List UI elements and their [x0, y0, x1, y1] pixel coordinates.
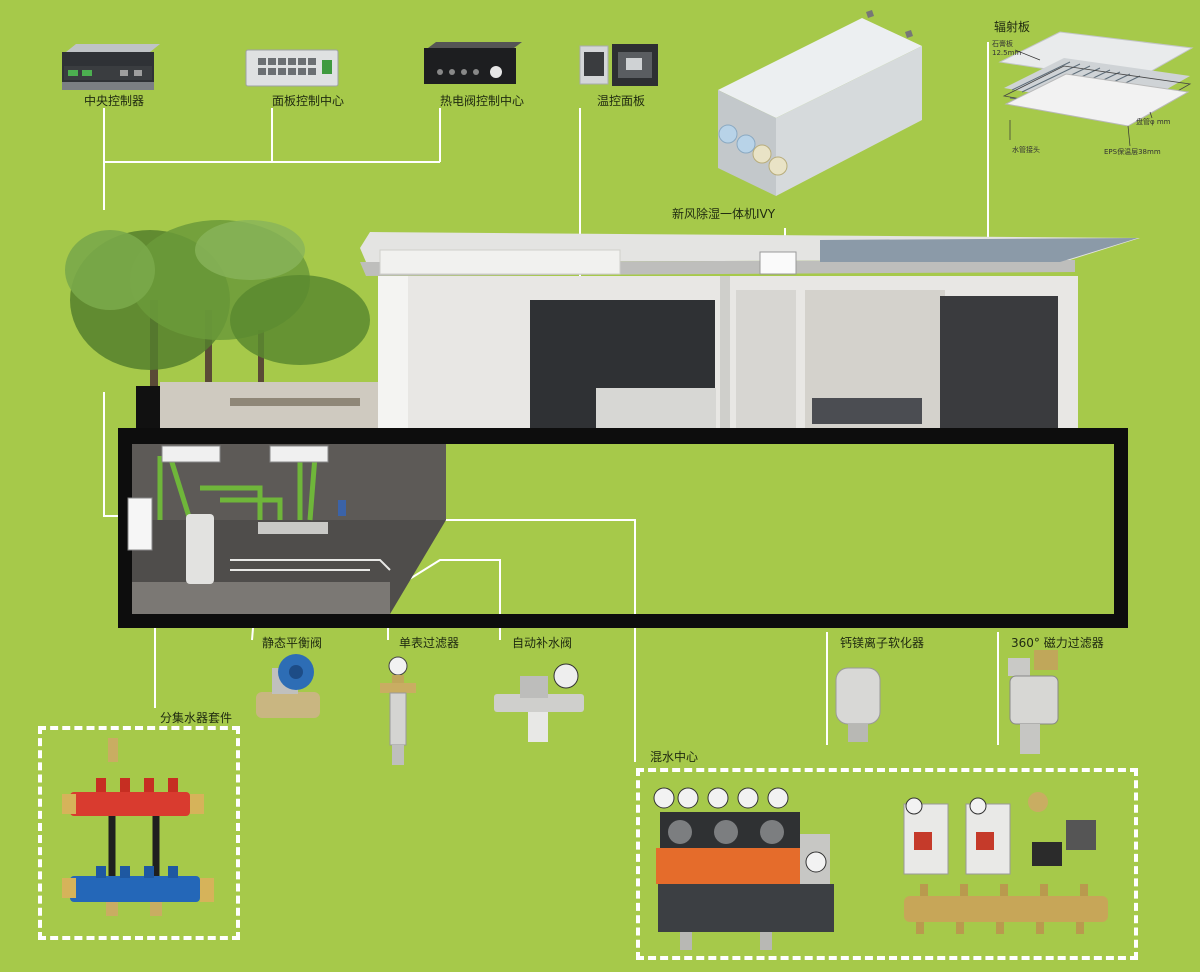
magnetic-filter-device [1008, 650, 1059, 754]
tree-illustration [65, 220, 370, 390]
panel-control-center-device [245, 49, 339, 87]
thermal-valve-center-label: 热电阀控制中心 [440, 94, 525, 108]
manifold-kit-device [62, 738, 214, 916]
central-controller-device [62, 44, 160, 90]
panel-control-center-label: 面板控制中心 [272, 94, 345, 108]
thermostat-panel-label: 温控面板 [597, 94, 646, 108]
thermal-valve-control-center-device [424, 42, 522, 84]
softener-label: 钙镁离子软化器 [840, 636, 925, 650]
mixing-center-label: 混水中心 [650, 750, 699, 764]
single-meter-filter-label: 单表过滤器 [399, 636, 460, 650]
radiant-coil-label: 盘管φ mm [1136, 118, 1171, 126]
manifold-kit-box [38, 726, 240, 940]
mixing-center-box [636, 768, 1138, 960]
radiant-connector-label: 水管接头 [1012, 146, 1040, 154]
radiant-eps-label: EPS保温层38mm [1104, 148, 1161, 156]
central-controller-label: 中央控制器 [84, 94, 145, 108]
radiant-gypsum-thickness-label: 12.5mm [992, 49, 1022, 57]
radiant-panel-device [998, 31, 1194, 147]
radiant-gypsum-label: 石膏板 [992, 40, 1013, 48]
static-balance-valve-device [256, 654, 320, 718]
auto-fill-valve-device [494, 663, 584, 742]
house-section [65, 220, 1140, 628]
single-meter-filter-device [380, 656, 416, 765]
fresh-air-unit-label: 新风除湿一体机IVY [672, 207, 776, 221]
mixing-center-device [653, 787, 1108, 950]
fresh-air-unit-device [718, 10, 922, 196]
magnetic-filter-label: 360° 磁力过滤器 [1011, 636, 1104, 650]
manifold-kit-label: 分集水器套件 [160, 711, 233, 725]
radiant-panel-label: 辐射板 [994, 20, 1031, 34]
static-balance-valve-label: 静态平衡阀 [262, 636, 323, 650]
thermostat-panel-device [579, 44, 658, 86]
softener-device [835, 667, 881, 742]
auto-fill-valve-label: 自动补水阀 [512, 636, 573, 650]
